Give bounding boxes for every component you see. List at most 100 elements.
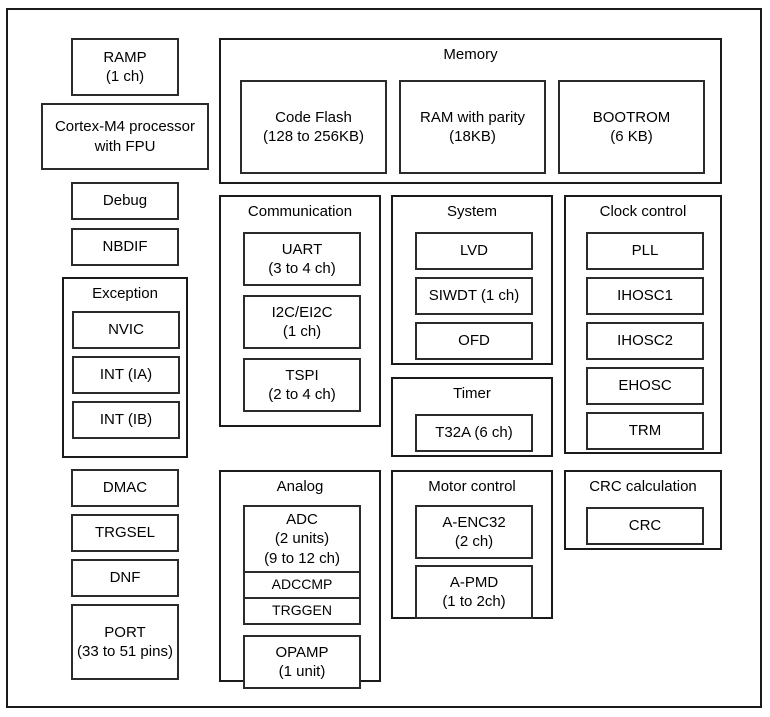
block-i2c-ei2c: I2C/EI2C (1 ch) [243,295,361,349]
block-ihosc2-label: IHOSC2 [617,332,673,350]
block-cpu-line2: with FPU [94,137,156,155]
block-port: PORT (33 to 51 pins) [71,604,179,680]
group-analog-title: Analog [276,478,324,495]
block-code-flash-line1: Code Flash [275,108,352,126]
group-clock-control-title: Clock control [599,203,687,220]
block-uart-line1: UART [281,240,323,258]
block-tspi-line1: TSPI [285,366,319,384]
block-siwdt: SIWDT (1 ch) [415,277,533,315]
block-bootrom: BOOTROM (6 KB) [558,80,705,174]
block-trggen: TRGGEN [245,597,359,623]
block-ehosc-label: EHOSC [618,377,672,395]
group-system-title: System [446,203,497,220]
block-ehosc: EHOSC [586,367,704,405]
block-ofd: OFD [415,322,533,360]
block-nbdif: NBDIF [71,228,179,266]
block-ofd-label: OFD [458,332,490,350]
block-trm: TRM [586,412,704,450]
block-trggen-label: TRGGEN [272,602,332,619]
block-lvd: LVD [415,232,533,270]
block-int-ib: INT (IB) [72,401,180,439]
block-ramp-line1: RAMP [103,48,147,66]
block-a-enc32: A-ENC32 (2 ch) [415,505,533,559]
block-a-pmd: A-PMD (1 to 2ch) [415,565,533,619]
block-ram-with-parity: RAM with parity (18KB) [399,80,546,174]
block-pll: PLL [586,232,704,270]
block-cpu-line1: Cortex-M4 processor [54,118,196,136]
block-i2c-line1: I2C/EI2C [271,303,333,321]
group-communication-title: Communication [247,203,353,220]
block-ihosc2: IHOSC2 [586,322,704,360]
block-debug-label: Debug [102,192,148,210]
block-pll-label: PLL [631,242,659,260]
block-dnf: DNF [71,559,179,597]
group-analog: Analog ADC (2 units) (9 to 12 ch) ADCCMP… [219,470,381,689]
block-port-line1: PORT [104,623,146,641]
group-memory-title: Memory [443,46,498,63]
block-adc-line1: ADC [286,511,318,529]
block-adccmp: ADCCMP [245,571,359,597]
group-timer-title: Timer [453,385,491,402]
block-nbdif-label: NBDIF [102,238,148,256]
block-nvic: NVIC [72,311,180,349]
block-crc: CRC [586,507,704,545]
block-opamp: OPAMP (1 unit) [243,635,361,689]
block-a-pmd-line2: (1 to 2ch) [442,593,506,610]
block-lvd-label: LVD [459,242,489,260]
block-bootrom-line2: (6 KB) [610,128,653,145]
group-exception-title: Exception [92,285,158,302]
block-dmac-label: DMAC [102,479,148,497]
group-exception: Exception NVIC INT (IA) INT (IB) [62,277,188,458]
group-motor-control-title: Motor control [428,478,516,495]
block-t32a: T32A (6 ch) [415,414,533,452]
block-ramp: RAMP (1 ch) [71,38,179,96]
block-ram-line2: (18KB) [449,128,496,145]
block-cortex-m4-processor: Cortex-M4 processor with FPU [41,103,209,170]
block-int-ia-label: INT (IA) [99,366,153,384]
block-uart-line2: (3 to 4 ch) [268,260,336,277]
block-a-enc32-line1: A-ENC32 [442,513,506,531]
block-tspi: TSPI (2 to 4 ch) [243,358,361,412]
block-adccmp-label: ADCCMP [271,576,333,593]
block-port-line2: (33 to 51 pins) [77,643,173,660]
group-clock-control: Clock control PLL IHOSC1 IHOSC2 EHOSC TR… [564,195,722,454]
group-motor-control: Motor control A-ENC32 (2 ch) A-PMD (1 to… [391,470,553,619]
block-t32a-label: T32A (6 ch) [435,424,513,442]
block-code-flash-line2: (128 to 256KB) [263,128,364,145]
block-bootrom-line1: BOOTROM [592,108,671,126]
block-adc-stack: ADC (2 units) (9 to 12 ch) ADCCMP TRGGEN [243,505,361,625]
block-code-flash: Code Flash (128 to 256KB) [240,80,387,174]
block-adc-line2: (2 units) [274,530,330,548]
block-int-ib-label: INT (IB) [99,411,153,429]
group-crc-calculation: CRC calculation CRC [564,470,722,550]
block-debug: Debug [71,182,179,220]
block-adc-line3: (9 to 12 ch) [264,549,340,567]
block-siwdt-label: SIWDT (1 ch) [428,287,520,305]
block-i2c-line2: (1 ch) [282,323,322,340]
group-crc-calculation-title: CRC calculation [589,478,697,495]
block-trgsel-label: TRGSEL [94,524,155,542]
group-communication: Communication UART (3 to 4 ch) I2C/EI2C … [219,195,381,427]
block-trgsel: TRGSEL [71,514,179,552]
group-memory: Memory Code Flash (128 to 256KB) RAM wit… [219,38,722,184]
block-adc: ADC (2 units) (9 to 12 ch) [245,507,359,571]
block-tspi-line2: (2 to 4 ch) [268,386,336,403]
block-uart: UART (3 to 4 ch) [243,232,361,286]
block-opamp-line2: (1 unit) [278,663,326,680]
block-opamp-line1: OPAMP [275,643,329,661]
block-crc-label: CRC [628,517,662,535]
block-ihosc1-label: IHOSC1 [617,287,673,305]
block-ihosc1: IHOSC1 [586,277,704,315]
group-timer: Timer T32A (6 ch) [391,377,553,457]
block-int-ia: INT (IA) [72,356,180,394]
block-dnf-label: DNF [109,569,141,587]
block-a-pmd-line1: A-PMD [449,573,499,591]
block-trm-label: TRM [628,422,662,440]
block-ramp-line2: (1 ch) [105,68,145,85]
block-a-enc32-line2: (2 ch) [454,533,494,550]
block-nvic-label: NVIC [108,321,144,339]
block-dmac: DMAC [71,469,179,507]
chip-outline-frame: RAMP (1 ch) Cortex-M4 processor with FPU… [6,8,762,708]
group-system: System LVD SIWDT (1 ch) OFD [391,195,553,365]
